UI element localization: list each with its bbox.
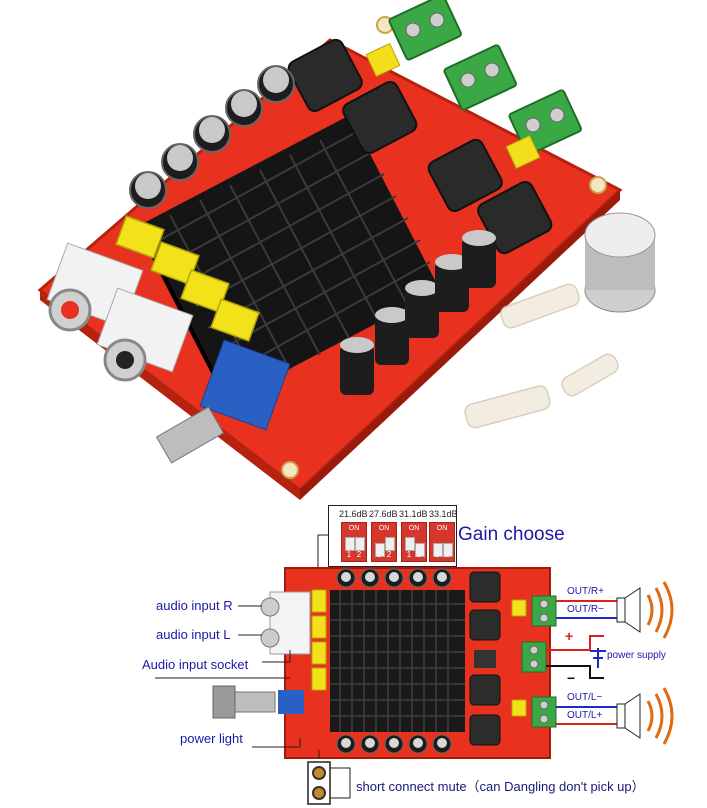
- audio-input-l-label: audio input L: [156, 627, 231, 642]
- volume-knob: [584, 212, 656, 313]
- pin-label: 1: [434, 550, 440, 559]
- dip-on-label: ON: [436, 525, 448, 532]
- out-r-plus-label: OUT/R+: [567, 586, 604, 597]
- short-connect-mute-label: short connect mute（can Dangling don't pi…: [356, 779, 645, 794]
- wiring-diagram: 21.6dB 27.6dB 31.1dB 33.1dB ON 1 2 ON 1 …: [0, 500, 707, 808]
- minus-sign: −: [567, 670, 576, 686]
- pin-label: 2: [444, 550, 450, 559]
- dip-switch-1: ON 1 2: [341, 522, 367, 562]
- amplifier-board-photo: [37, 0, 656, 500]
- heatsink: [330, 590, 465, 732]
- gain-value-4: 33.1dB: [429, 509, 458, 519]
- pin-label: 2: [416, 550, 422, 559]
- pin-label: 1: [406, 550, 412, 559]
- rca-jacks: [46, 242, 194, 382]
- speaker-left-icon: [616, 687, 674, 745]
- power-light-label: power light: [180, 731, 243, 746]
- pin-label: 2: [386, 550, 392, 559]
- switch-toggle: [345, 537, 355, 551]
- dip-on-label: ON: [378, 525, 390, 532]
- switch-toggle: [375, 543, 385, 557]
- pin-label: 1: [376, 550, 382, 559]
- dip-switch-2: ON 1 2: [371, 522, 397, 562]
- switch-toggle: [415, 543, 425, 557]
- board-schematic: [155, 534, 674, 805]
- switch-toggle: [385, 537, 395, 551]
- dip-switch-3: ON 1 2: [401, 522, 427, 562]
- audio-input-socket-label: Audio input socket: [142, 657, 249, 672]
- gain-choose-label: Gain choose: [458, 524, 565, 545]
- out-l-minus-label: OUT/L−: [567, 692, 603, 703]
- dip-on-label: ON: [408, 525, 420, 532]
- gain-value-3: 31.1dB: [399, 509, 428, 519]
- plus-sign: +: [565, 628, 574, 644]
- dip-on-label: ON: [348, 525, 360, 532]
- dip-switch-4: ON 1 2: [429, 522, 455, 562]
- out-l-plus-label: OUT/L+: [567, 710, 603, 721]
- pin-label: 1: [346, 550, 352, 559]
- switch-toggle: [355, 537, 365, 551]
- switch-toggle: [443, 543, 453, 557]
- switch-toggle: [433, 543, 443, 557]
- out-r-minus-label: OUT/R−: [567, 604, 604, 615]
- gain-value-1: 21.6dB: [339, 509, 368, 519]
- gain-value-2: 27.6dB: [369, 509, 398, 519]
- volume-potentiometer: [155, 339, 291, 464]
- speaker-right-icon: [616, 581, 674, 639]
- switch-toggle: [405, 537, 415, 551]
- pin-label: 2: [356, 550, 362, 559]
- audio-input-r-label: audio input R: [156, 598, 233, 613]
- gain-dip-box: 21.6dB 27.6dB 31.1dB 33.1dB ON 1 2 ON 1 …: [328, 505, 458, 567]
- power-supply-label: power supply: [607, 650, 666, 661]
